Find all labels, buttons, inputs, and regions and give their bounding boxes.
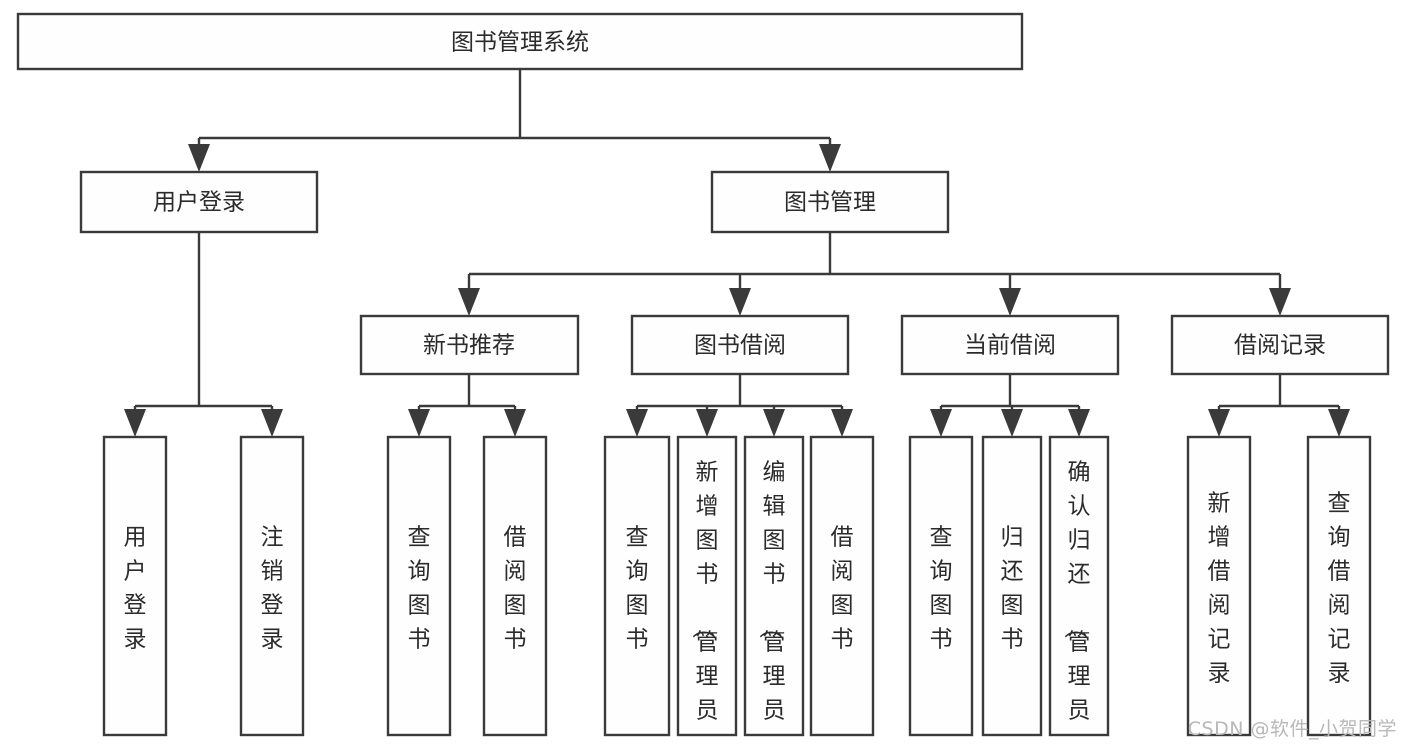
leaf-node[interactable]: 新增借阅记录 — [1186, 435, 1252, 737]
leaf-node[interactable]: 查询借阅记录 — [1306, 435, 1372, 737]
connector-record-to-leaves — [1217, 374, 1341, 422]
leaf-node[interactable]: 借阅图书 — [482, 435, 548, 737]
node-box — [809, 435, 875, 737]
node-new-book-recommendation[interactable]: 新书推荐 — [359, 314, 580, 376]
arrow-head-icon — [999, 288, 1021, 316]
node-box — [482, 435, 548, 737]
leaf-node[interactable]: 用户登录 — [102, 435, 168, 737]
node-box — [1186, 435, 1252, 737]
connector-borrow-to-leaves — [635, 374, 844, 422]
node-box — [16, 12, 1024, 71]
node-box — [676, 435, 738, 737]
node-box — [386, 435, 452, 737]
node-book-borrowing[interactable]: 图书借阅 — [630, 314, 850, 376]
node-label: 新增图书（管理员） — [690, 460, 719, 747]
arrow-head-icon — [1269, 288, 1291, 316]
node-label: 查询借阅记录 — [1328, 491, 1351, 687]
node-current-borrowing[interactable]: 当前借阅 — [900, 314, 1120, 376]
arrow-head-icon — [819, 144, 841, 172]
node-box — [1048, 435, 1110, 737]
leaf-node[interactable]: 新增图书（管理员） — [676, 435, 738, 747]
node-box — [79, 170, 319, 234]
node-label: 注销登录 — [261, 525, 284, 653]
node-label: 借阅记录 — [1234, 333, 1326, 359]
node-box — [239, 435, 305, 737]
node-label: 当前借阅 — [964, 333, 1056, 359]
arrowheads-group — [124, 144, 1350, 437]
node-label: 用户登录 — [153, 190, 245, 216]
node-label: 图书管理系统 — [451, 30, 589, 56]
leaf-node[interactable]: 编辑图书（管理员） — [743, 435, 805, 747]
leaf-node[interactable]: 查询图书 — [386, 435, 452, 737]
node-borrowing-records[interactable]: 借阅记录 — [1170, 314, 1390, 376]
leaf-node[interactable]: 查询图书 — [603, 435, 671, 737]
node-label: 借阅图书 — [504, 525, 527, 653]
node-label: 编辑图书（管理员） — [757, 460, 786, 747]
node-box — [743, 435, 805, 737]
node-root-book-management-system[interactable]: 图书管理系统 — [16, 12, 1024, 71]
arrow-head-icon — [188, 144, 210, 172]
node-label: 查询图书 — [930, 525, 953, 653]
leaf-node[interactable]: 查询图书 — [908, 435, 974, 737]
arrow-head-icon — [763, 409, 785, 437]
arrow-head-icon — [729, 288, 751, 316]
node-label: 归还图书 — [1001, 525, 1024, 653]
connector-newbook-to-leaves — [417, 374, 517, 422]
arrow-head-icon — [504, 409, 526, 437]
connector-root-to-level2 — [197, 69, 832, 158]
arrow-head-icon — [626, 409, 648, 437]
node-box — [908, 435, 974, 737]
node-box — [1306, 435, 1372, 737]
node-box — [359, 314, 580, 376]
arrow-head-icon — [831, 409, 853, 437]
leaf-node[interactable]: 归还图书 — [981, 435, 1043, 737]
connector-bookmgmt-to-level3 — [467, 232, 1282, 300]
connector-userlogin-to-leaves — [133, 232, 274, 422]
node-label: 查询图书 — [626, 525, 649, 653]
arrow-head-icon — [930, 409, 952, 437]
node-box — [900, 314, 1120, 376]
leaf-nodes-group: 用户登录 注销登录 查询图书 借阅图书 查询图书 新增图书（管理员） 编辑图书（管理员） 借阅… — [102, 435, 1372, 747]
arrow-head-icon — [261, 409, 283, 437]
node-box — [981, 435, 1043, 737]
leaf-node[interactable]: 确认归还（管理员） — [1048, 435, 1110, 747]
node-box — [603, 435, 671, 737]
node-book-management[interactable]: 图书管理 — [710, 170, 950, 234]
node-label: 图书借阅 — [694, 333, 786, 359]
node-user-login[interactable]: 用户登录 — [79, 170, 319, 234]
arrow-head-icon — [408, 409, 430, 437]
arrow-head-icon — [124, 409, 146, 437]
node-label: 借阅图书 — [831, 525, 854, 653]
node-label: 查询图书 — [408, 525, 431, 653]
node-box — [710, 170, 950, 234]
node-label: 用户登录 — [124, 525, 147, 653]
arrow-head-icon — [458, 288, 480, 316]
leaf-node[interactable]: 注销登录 — [239, 435, 305, 737]
node-box — [630, 314, 850, 376]
node-box — [1170, 314, 1390, 376]
node-label: 新增借阅记录 — [1208, 491, 1231, 687]
arrow-head-icon — [696, 409, 718, 437]
connectors-group — [133, 69, 1341, 422]
node-label: 确认归还（管理员） — [1062, 460, 1091, 747]
node-label: 图书管理 — [784, 190, 876, 216]
arrow-head-icon — [1328, 409, 1350, 437]
watermark-text: CSDN @软件_小贺同学 — [1187, 718, 1397, 740]
arrow-head-icon — [1068, 409, 1090, 437]
node-box — [102, 435, 168, 737]
leaf-node[interactable]: 借阅图书 — [809, 435, 875, 737]
node-label: 新书推荐 — [423, 333, 515, 359]
arrow-head-icon — [1001, 409, 1023, 437]
arrow-head-icon — [1208, 409, 1230, 437]
